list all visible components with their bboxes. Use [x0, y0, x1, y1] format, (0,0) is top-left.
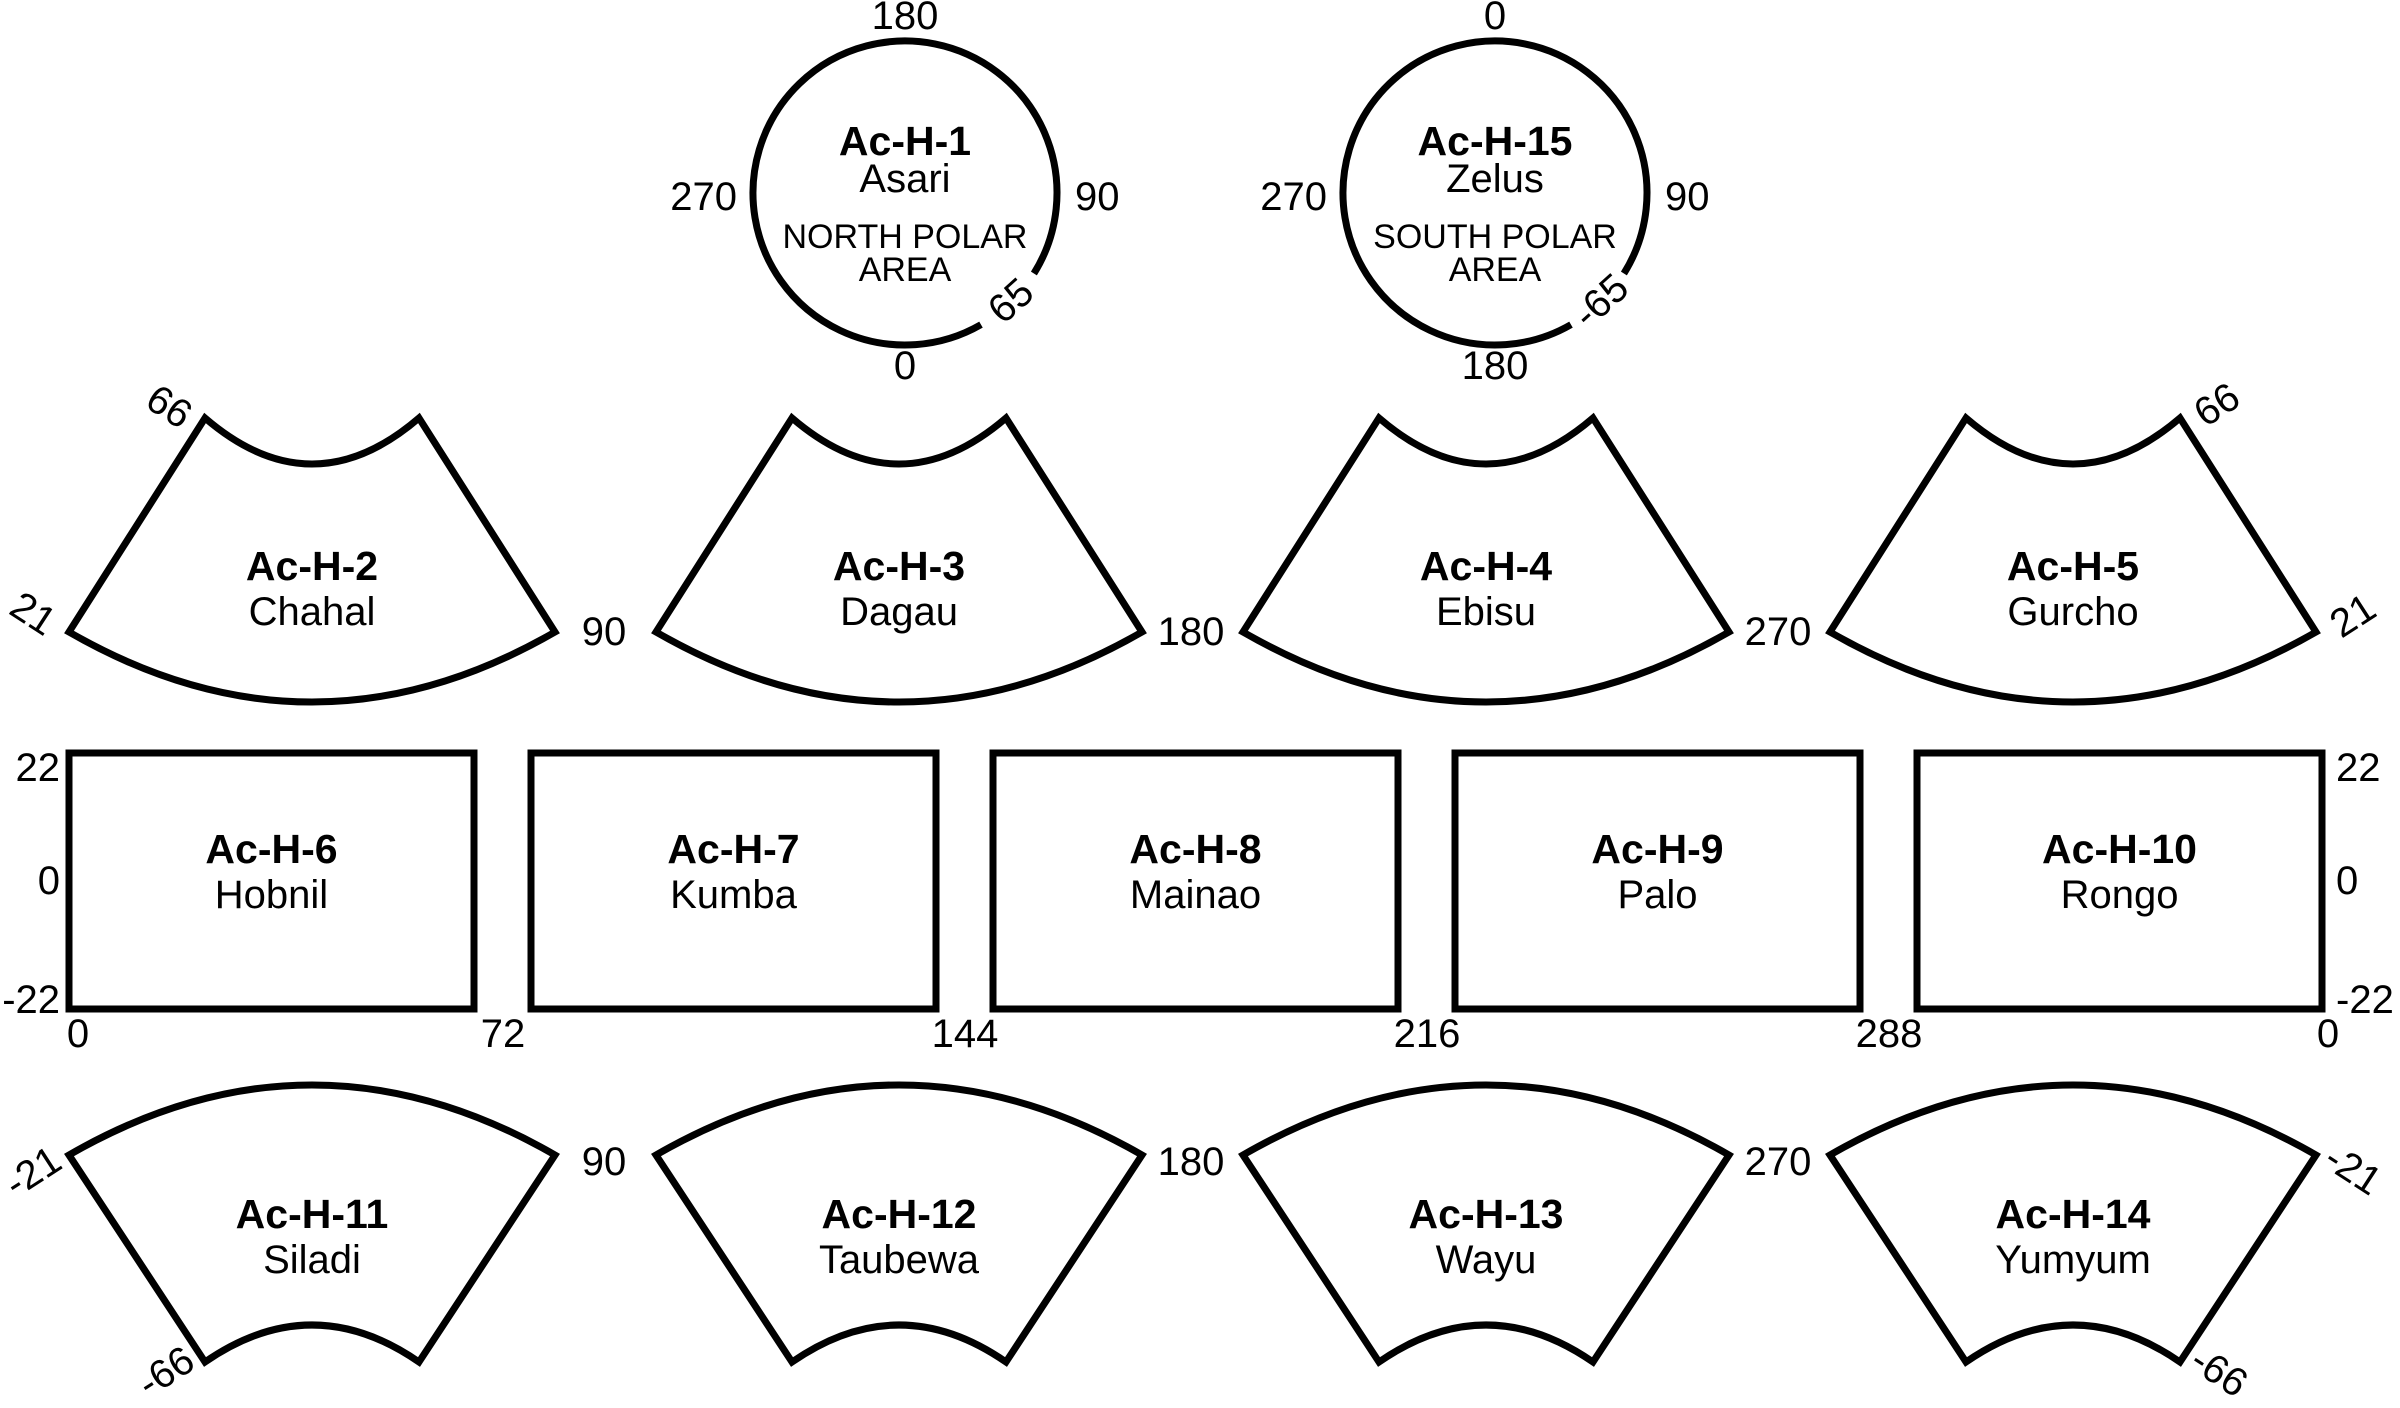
quad-outline-ac-h-11: [64, 1081, 560, 1367]
quad-outline-ac-h-5: [1825, 412, 2321, 706]
lon-boundary-label: 270: [1745, 1140, 1812, 1184]
quad-name-ac-h-2: Chahal: [249, 590, 376, 634]
lon-label-top: 0: [1484, 0, 1506, 38]
region-label-line1: SOUTH POLAR: [1373, 218, 1617, 256]
quad-name-ac-h-7: Kumba: [670, 873, 797, 917]
lon-label-bottom: 216: [1394, 1012, 1461, 1056]
polar-quad-outline-ac-h-15: [1339, 37, 1651, 349]
quad-id-ac-h-6: Ac-H-6: [205, 826, 337, 872]
lon-label-bottom: 288: [1856, 1012, 1923, 1056]
quad-outline-ac-h-7: [527, 749, 940, 1013]
region-label-line1: NORTH POLAR: [783, 218, 1028, 256]
quad-name-ac-h-10: Rongo: [2061, 873, 2179, 917]
lon-boundary-label: 180: [1158, 610, 1225, 654]
quad-name-ac-h-11: Siladi: [263, 1238, 361, 1282]
quad-outline-ac-h-3: [651, 412, 1147, 706]
quad-outline-ac-h-8: [989, 749, 1402, 1013]
quad-id-ac-h-9: Ac-H-9: [1591, 826, 1723, 872]
quad-name-ac-h-12: Taubewa: [819, 1238, 980, 1282]
quad-name-ac-h-4: Ebisu: [1436, 590, 1536, 634]
quad-id-ac-h-13: Ac-H-13: [1409, 1191, 1564, 1237]
quad-id-ac-h-7: Ac-H-7: [667, 826, 799, 872]
quad-outline-ac-h-6: [65, 749, 478, 1013]
quad-outline-ac-h-13: [1238, 1081, 1734, 1367]
lon-label-bottom: 0: [67, 1012, 89, 1056]
lat-label-right: -22: [2336, 978, 2394, 1022]
quad-id-ac-h-4: Ac-H-4: [1420, 543, 1552, 589]
quad-outline-ac-h-9: [1451, 749, 1864, 1013]
lat-label-left: -22: [2, 978, 60, 1022]
lon-label-bottom: 144: [932, 1012, 999, 1056]
lon-label-top: 180: [872, 0, 939, 38]
polar-quad-outline-ac-h-1: [749, 37, 1061, 349]
quad-id-ac-h-15: Ac-H-15: [1418, 118, 1573, 164]
quad-outline-ac-h-2: [64, 412, 560, 706]
lat-label-right: 22: [2336, 746, 2381, 790]
lon-label-left: 270: [1260, 175, 1327, 219]
lon-boundary-label: 90: [582, 610, 627, 654]
quad-id-ac-h-10: Ac-H-10: [2042, 826, 2197, 872]
quad-id-ac-h-1: Ac-H-1: [839, 118, 971, 164]
quad-outline-ac-h-12: [651, 1081, 1147, 1367]
lat-label-left: 0: [38, 859, 60, 903]
quad-id-ac-h-8: Ac-H-8: [1129, 826, 1261, 872]
quad-name-ac-h-9: Palo: [1617, 873, 1697, 917]
quad-id-ac-h-5: Ac-H-5: [2007, 543, 2139, 589]
quad-name-ac-h-13: Wayu: [1436, 1238, 1537, 1282]
lon-boundary-label: 180: [1158, 1140, 1225, 1184]
quad-id-ac-h-11: Ac-H-11: [236, 1191, 389, 1237]
quad-outline-ac-h-14: [1825, 1081, 2321, 1367]
lon-label-right: 90: [1075, 175, 1120, 219]
quad-name-ac-h-14: Yumyum: [1995, 1238, 2151, 1282]
quad-name-ac-h-5: Gurcho: [2007, 590, 2138, 634]
lat-label-right: 0: [2336, 859, 2358, 903]
quad-name-ac-h-1: Asari: [859, 157, 950, 201]
lon-label-left: 270: [670, 175, 737, 219]
lon-label-bottom: 0: [894, 344, 916, 388]
region-label-line2: AREA: [859, 251, 952, 289]
quad-id-ac-h-14: Ac-H-14: [1996, 1191, 2151, 1237]
quad-id-ac-h-3: Ac-H-3: [833, 543, 965, 589]
quad-id-ac-h-2: Ac-H-2: [246, 543, 378, 589]
lon-boundary-label: 90: [582, 1140, 627, 1184]
lon-label-bottom: 72: [481, 1012, 526, 1056]
lat-label-left: 22: [16, 746, 61, 790]
lon-label-bottom: 0: [2317, 1012, 2339, 1056]
quad-outline-ac-h-4: [1238, 412, 1734, 706]
lon-label-bottom: 180: [1462, 344, 1529, 388]
quad-outline-ac-h-10: [1913, 749, 2326, 1013]
quad-name-ac-h-8: Mainao: [1130, 873, 1261, 917]
quad-name-ac-h-6: Hobnil: [215, 873, 328, 917]
lon-boundary-label: 270: [1745, 610, 1812, 654]
quad-name-ac-h-15: Zelus: [1446, 157, 1544, 201]
region-label-line2: AREA: [1449, 251, 1542, 289]
quad-name-ac-h-3: Dagau: [840, 590, 958, 634]
lon-label-right: 90: [1665, 175, 1710, 219]
quad-id-ac-h-12: Ac-H-12: [822, 1191, 977, 1237]
equatorial-quads-row: Ac-H-6HobnilAc-H-7KumbaAc-H-8MainaoAc-H-…: [2, 746, 2394, 1056]
